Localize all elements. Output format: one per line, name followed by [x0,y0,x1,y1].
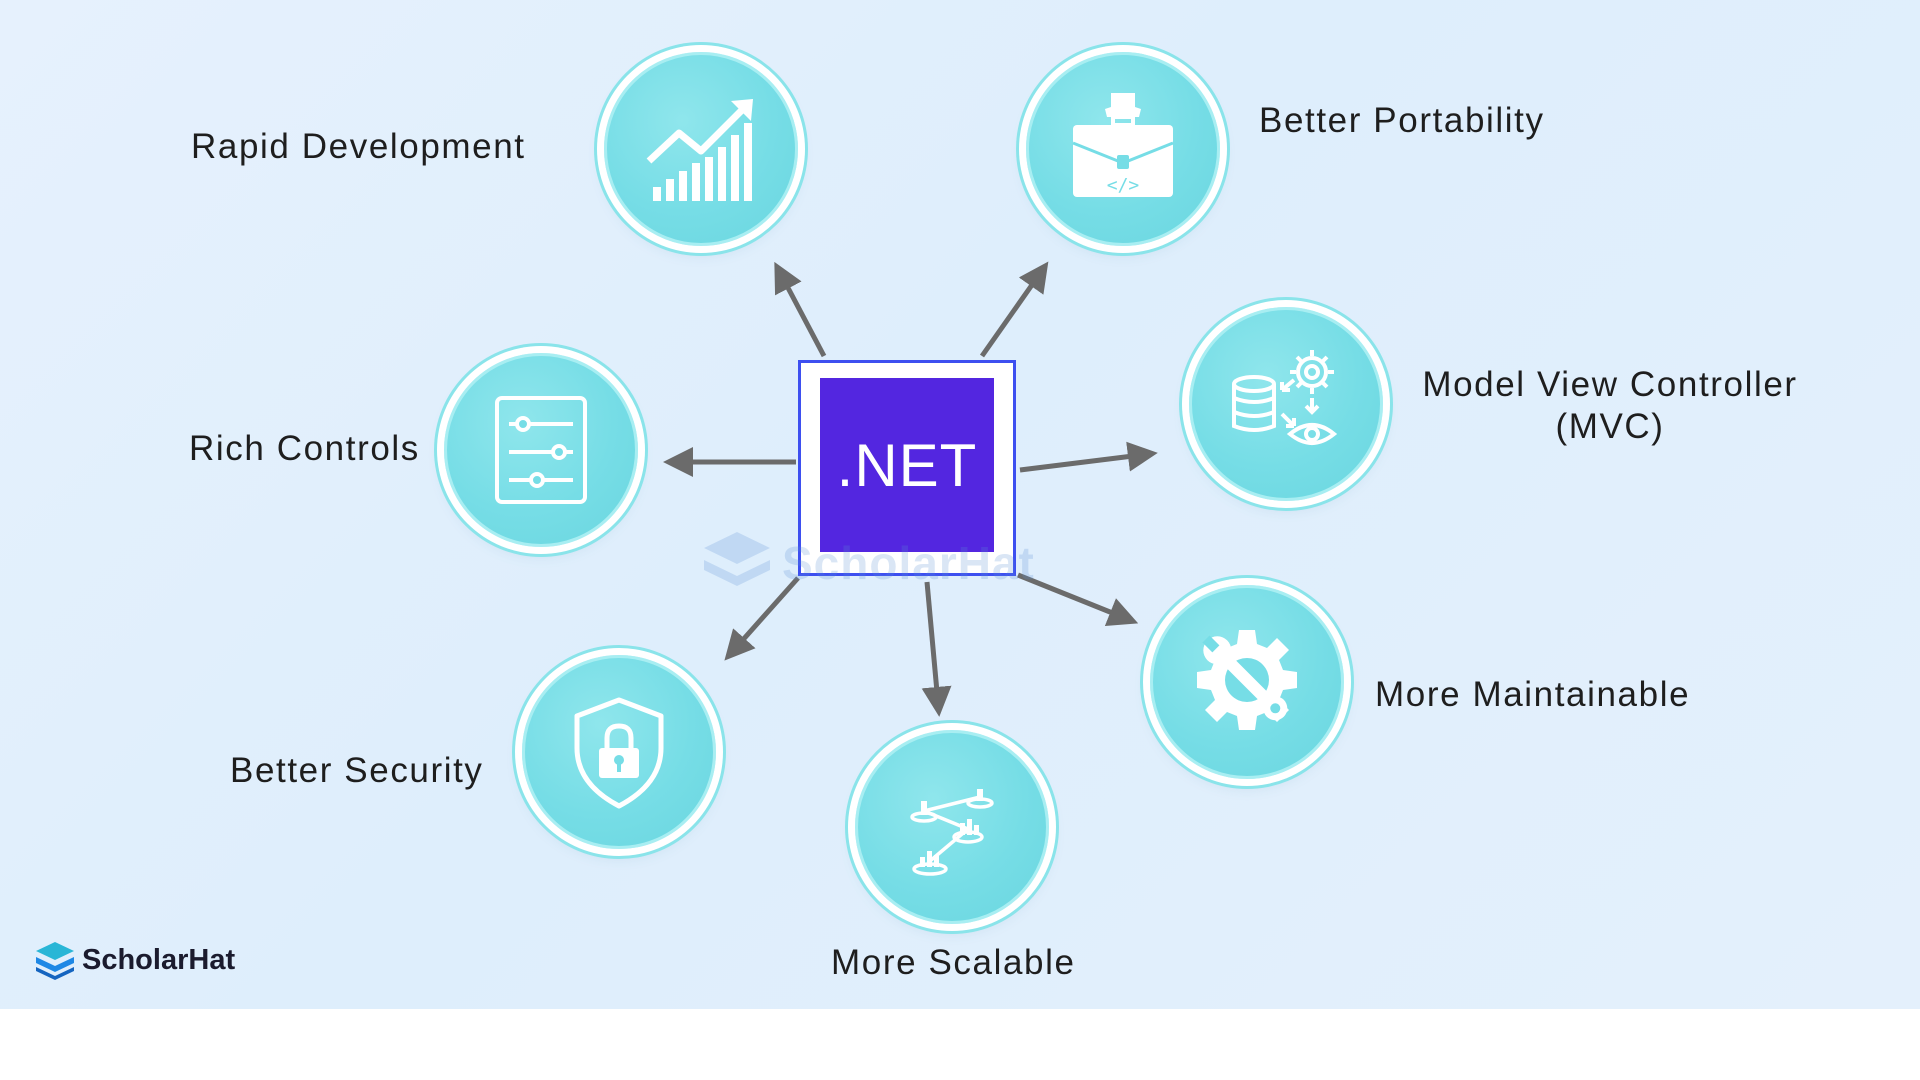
arrows-layer [663,261,1158,717]
growth-chart-icon [646,99,753,201]
feature-circle-model-view-controller [1189,307,1383,501]
feature-circle-rich-controls [444,353,638,547]
arrow-to-rapid-development [774,261,827,358]
feature-label-rapid-development: Rapid Development [191,127,526,166]
feature-circle-more-scalable [855,730,1049,924]
stacked-layers-logo-icon [36,942,74,980]
arrow-to-better-security [724,576,800,661]
sliders-panel-icon [495,396,587,504]
diagram-canvas: .NET ScholarHat Rapid Development [0,0,1920,1009]
watermark-text: ScholarHat [782,537,1035,589]
stacked-layers-logo-icon [704,532,770,586]
briefcase-code-icon: </> [1072,93,1174,197]
watermark: ScholarHat [700,528,1035,598]
feature-circle-rapid-development [604,52,798,246]
brand-logo: ScholarHat [34,940,235,980]
net-label: .NET [836,431,978,499]
mvc-database-gear-eye-icon [1232,350,1338,445]
brand-name: ScholarHat [82,943,236,976]
feature-circle-more-maintainable [1150,585,1344,779]
scaling-nodes-icon [910,789,994,876]
shield-lock-icon [574,697,664,809]
feature-circle-better-security [522,655,716,849]
feature-label-more-maintainable: More Maintainable [1375,675,1691,714]
arrow-to-more-maintainable [1017,572,1139,627]
svg-text:</>: </> [1107,175,1140,196]
feature-label-better-portability: Better Portability [1259,101,1545,140]
arrow-to-model-view-controller [1019,441,1158,473]
feature-label-model-view-controller: Model View Controller (MVC) [1400,364,1820,448]
arrow-to-more-scalable [921,581,952,717]
feature-label-better-security: Better Security [230,751,484,790]
arrow-to-better-portability [979,261,1049,358]
feature-label-more-scalable: More Scalable [831,943,1076,982]
feature-circle-better-portability: </> [1026,52,1220,246]
feature-label-rich-controls: Rich Controls [189,429,420,468]
net-box: .NET [820,378,994,552]
gear-wrench-icon [1197,630,1297,730]
feature-label-model-view-controller-text: Model View Controller (MVC) [1422,365,1798,446]
